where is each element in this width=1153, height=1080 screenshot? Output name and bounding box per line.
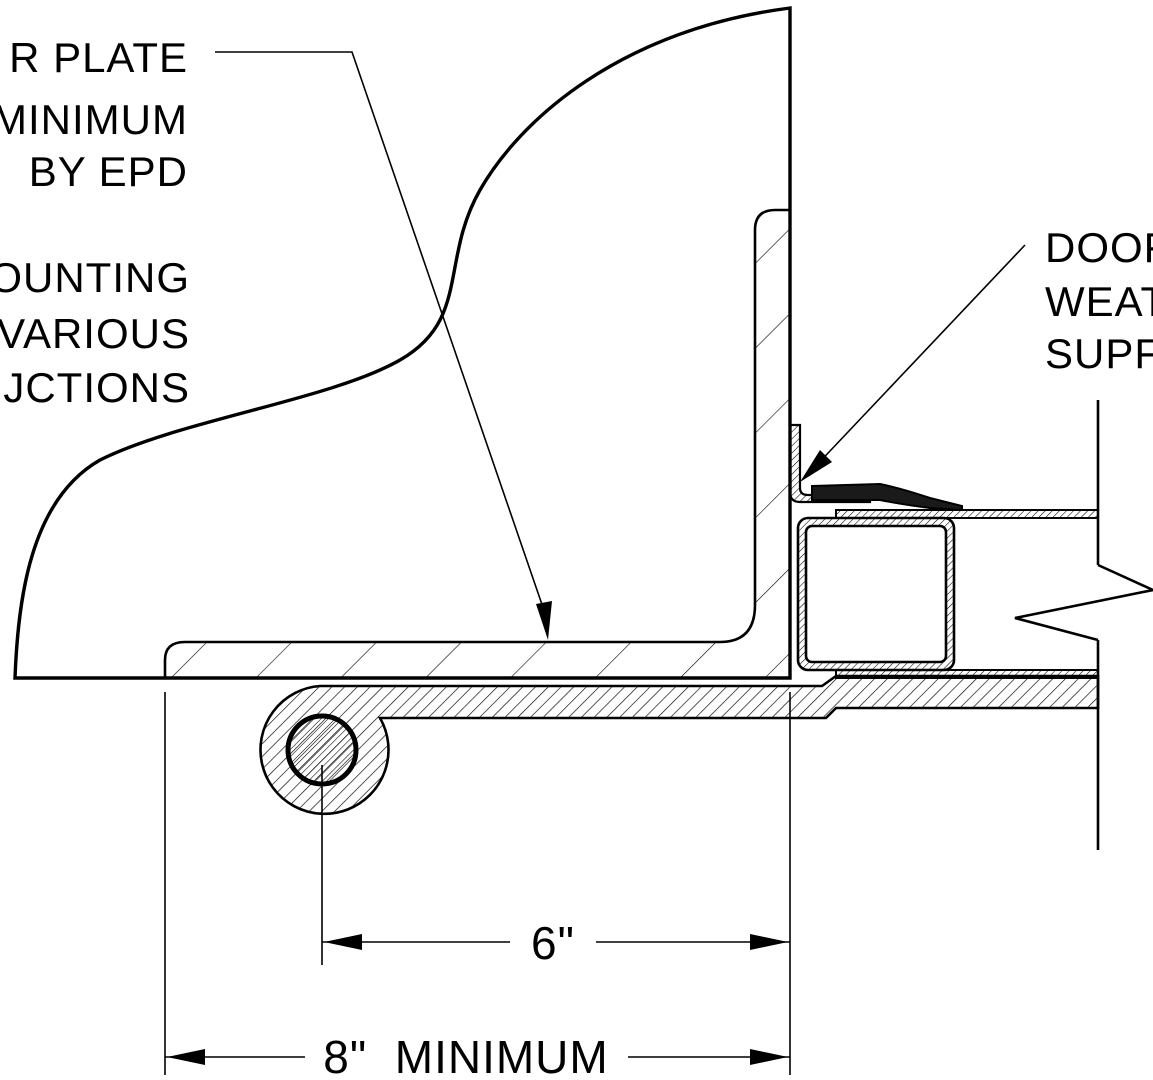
right-note-line-1: DOOF bbox=[1045, 224, 1153, 271]
right-note-line-3: SUPF bbox=[1045, 330, 1153, 377]
left-note-line-4: OUNTING bbox=[0, 254, 190, 301]
weatherstrip-seal bbox=[811, 482, 963, 512]
left-note-line-6: JCTIONS bbox=[3, 364, 190, 411]
dim-8-label: 8" MINIMUM bbox=[323, 1031, 608, 1080]
dim-6-arrow-left bbox=[324, 934, 362, 950]
object-outline bbox=[13, 6, 792, 680]
angle-section bbox=[163, 208, 792, 680]
dim-8-arrow-left bbox=[167, 1049, 205, 1065]
tube-inner bbox=[804, 524, 948, 664]
threshold-plate bbox=[259, 674, 1100, 816]
left-note-leader bbox=[215, 51, 549, 623]
right-note-leader bbox=[811, 244, 1026, 471]
door-break-line bbox=[1014, 563, 1153, 642]
left-note-line-5: VARIOUS bbox=[0, 310, 190, 357]
dim-6-label: 6" bbox=[531, 917, 575, 969]
left-note-line-1: R PLATE bbox=[9, 34, 188, 81]
left-note-line-2: MINIMUM bbox=[0, 96, 188, 143]
dim-8-arrow-right bbox=[750, 1049, 788, 1065]
left-note-arrowhead bbox=[536, 601, 552, 640]
right-note-line-2: WEAT bbox=[1045, 278, 1153, 325]
left-note-line-3: BY EPD bbox=[29, 148, 188, 195]
right-note-arrowhead bbox=[800, 450, 832, 482]
dim-6-arrow-right bbox=[750, 934, 788, 950]
